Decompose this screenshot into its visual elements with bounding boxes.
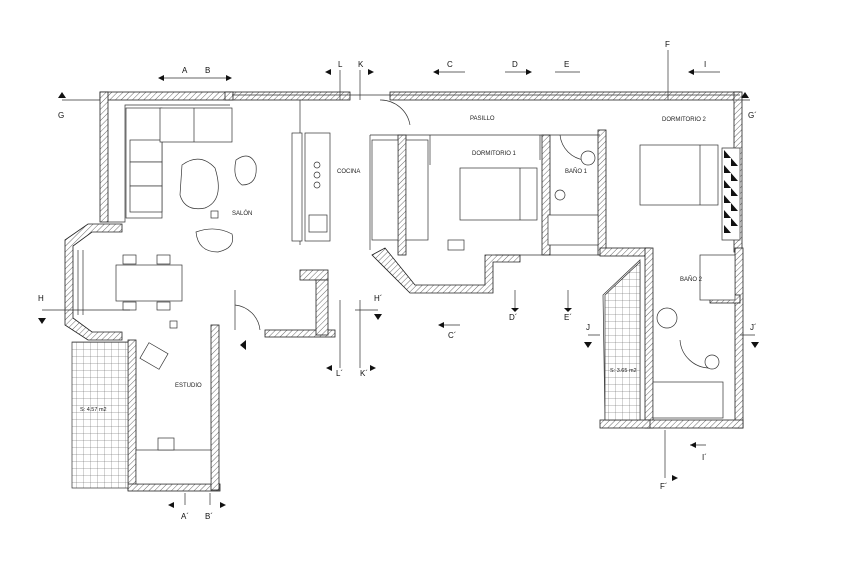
bathtub-2: [652, 381, 724, 419]
bathtub-1: [547, 214, 599, 246]
section-G: G: [58, 111, 64, 120]
room-pasillo: PASILLO: [470, 116, 495, 122]
section-C2: C´: [448, 331, 456, 340]
room-cocina: COCINA: [337, 169, 360, 175]
study-desk: [135, 449, 212, 485]
section-B2: B´: [205, 512, 213, 521]
armchair: [179, 158, 219, 210]
section-I2: I´: [702, 453, 707, 462]
dining-table: [115, 264, 183, 302]
room-dormitorio-2: DORMITORIO 2: [662, 117, 707, 123]
section-markers: A B L K C D E F I G G´ H H´ C´ D´ E´ J J…: [38, 40, 759, 521]
room-estudio: ESTUDIO: [175, 383, 202, 389]
section-F2: F´: [660, 482, 668, 491]
section-D2: D´: [509, 313, 517, 322]
furniture: [115, 107, 741, 485]
section-E: E: [564, 60, 569, 69]
room-dormitorio-1: DORMITORIO 1: [472, 151, 517, 157]
section-A: A: [182, 66, 188, 75]
section-C: C: [447, 60, 453, 69]
terrace-left-area: S: 4.57 m2: [80, 407, 107, 413]
section-D: D: [512, 60, 518, 69]
interior-lines: [77, 94, 740, 421]
room-salon: SALÓN: [232, 210, 252, 217]
section-J: J: [586, 323, 590, 332]
section-I: I: [704, 60, 706, 69]
section-F: F: [665, 40, 670, 49]
terrace-left: [71, 341, 129, 489]
section-L2: L´: [336, 369, 343, 378]
terrace-right: [604, 261, 641, 421]
kitchen-island: [291, 132, 303, 242]
section-H: H: [38, 294, 44, 303]
section-G2: G´: [748, 111, 757, 120]
wardrobe-2: [405, 139, 429, 241]
section-J2: J´: [750, 323, 757, 332]
section-E2: E´: [564, 313, 572, 322]
bed-1: [459, 167, 538, 221]
section-L: L: [338, 60, 343, 69]
desk-chair: [139, 342, 169, 370]
terrace-right-area: S: 3.65 m2: [610, 368, 637, 374]
section-K: K: [358, 60, 364, 69]
wardrobe-1: [371, 139, 399, 241]
bed-2: [639, 144, 719, 206]
section-K2: K´: [360, 369, 368, 378]
room-bano-1: BAÑO 1: [565, 168, 588, 175]
shower-2: [699, 254, 736, 301]
section-B: B: [205, 66, 210, 75]
section-A2: A´: [181, 512, 189, 521]
section-H2: H´: [374, 294, 382, 303]
room-bano-2: BAÑO 2: [680, 276, 703, 283]
